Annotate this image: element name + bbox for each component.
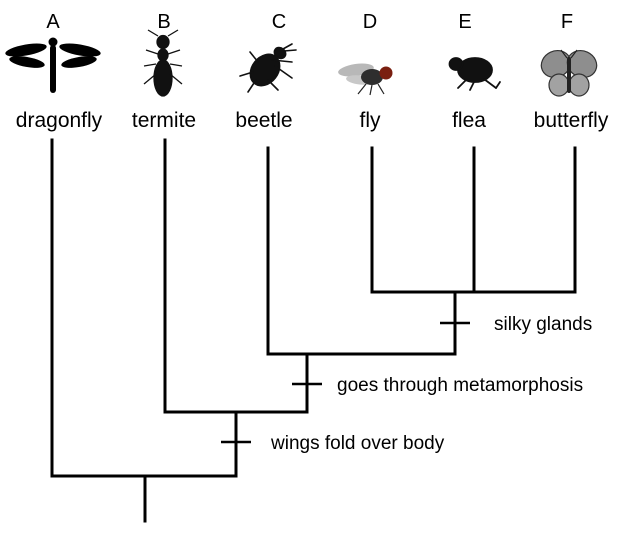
trait-label-wings: wings fold over body <box>270 433 445 454</box>
butterfly-icon <box>540 49 598 97</box>
taxon-letter-a: A <box>46 11 60 33</box>
taxon-name-c: beetle <box>235 109 292 132</box>
taxon-name-a: dragonfly <box>16 109 103 132</box>
termite-icon <box>143 29 183 97</box>
taxon-name-e: flea <box>452 109 486 132</box>
taxon-letter-d: D <box>363 11 377 33</box>
flea-icon <box>448 57 501 91</box>
taxon-name-b: termite <box>132 109 196 132</box>
taxon-name-d: fly <box>360 109 382 132</box>
beetle-icon <box>239 43 297 93</box>
trait-label-silky: silky glands <box>494 314 592 335</box>
taxon-letter-f: F <box>561 11 573 33</box>
tree-edges <box>50 138 577 523</box>
fly-icon <box>338 63 393 96</box>
taxon-letter-c: C <box>272 11 286 33</box>
taxon-name-f: butterfly <box>534 109 609 132</box>
taxon-letter-e: E <box>458 11 471 33</box>
trait-label-metamorphosis: goes through metamorphosis <box>337 375 583 396</box>
taxon-letter-b: B <box>157 11 170 33</box>
dragonfly-icon <box>5 37 101 93</box>
